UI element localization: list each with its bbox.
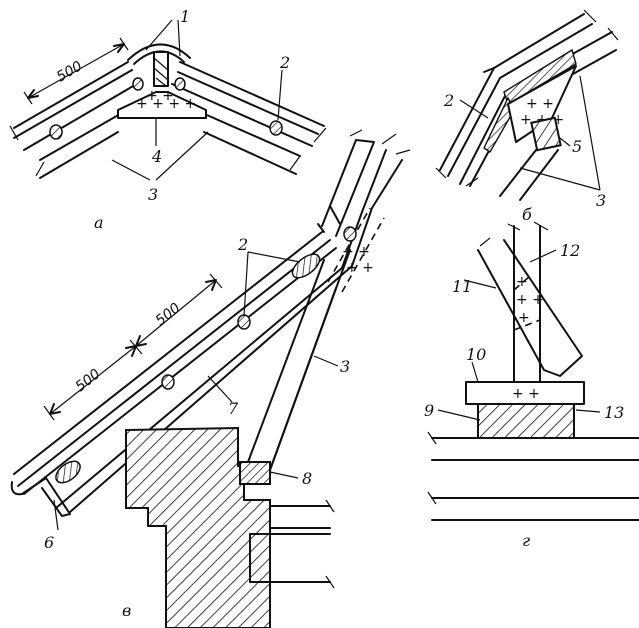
detail-c-eaves: + + + + 500 500 2 3 7 6 bbox=[10, 129, 411, 628]
label-11: 11 bbox=[452, 277, 472, 296]
label-1: 1 bbox=[180, 7, 190, 26]
dimension-500: 500 bbox=[153, 300, 184, 329]
label-2: 2 bbox=[237, 235, 248, 254]
label-8: 8 bbox=[302, 469, 312, 488]
batten bbox=[161, 374, 175, 390]
label-12: 12 bbox=[560, 241, 580, 260]
detail-a-ridge: + + + + + + 500 1 2 3 4 а bbox=[9, 7, 327, 232]
caption-a: а bbox=[94, 213, 104, 232]
svg-text:+ +: + + bbox=[342, 244, 370, 260]
svg-text:+ +: + + bbox=[516, 292, 544, 308]
label-4: 4 bbox=[151, 147, 162, 166]
batten bbox=[343, 226, 357, 242]
caption-d: г bbox=[522, 531, 530, 550]
ridge-board bbox=[153, 51, 169, 87]
svg-text:+ +: + + bbox=[526, 96, 554, 112]
gusset-plate bbox=[117, 91, 207, 119]
batten bbox=[237, 314, 251, 330]
label-10: 10 bbox=[466, 345, 486, 364]
label-2: 2 bbox=[443, 91, 454, 110]
label-9: 9 bbox=[424, 401, 434, 420]
wall-plate-8 bbox=[239, 461, 271, 485]
detail-b: + + + + + 2 5 3 б bbox=[435, 9, 619, 224]
insulation bbox=[55, 460, 81, 484]
batten bbox=[49, 124, 63, 140]
svg-text:+ + + +: + + + + bbox=[136, 96, 196, 112]
insulation bbox=[291, 253, 321, 279]
label-5: 5 bbox=[572, 137, 582, 156]
label-3: 3 bbox=[148, 185, 158, 204]
label-3: 3 bbox=[596, 191, 606, 210]
dimension-500: 500 bbox=[73, 366, 104, 395]
label-13: 13 bbox=[604, 403, 624, 422]
label-7: 7 bbox=[228, 399, 239, 418]
svg-text:+ +: + + bbox=[512, 386, 540, 402]
svg-text:+: + bbox=[516, 274, 528, 290]
detail-d-support: + + + + + + 11 12 10 9 13 г bbox=[424, 221, 639, 550]
masonry-wall bbox=[125, 426, 271, 628]
block-9 bbox=[477, 403, 575, 439]
dimension-500: 500 bbox=[54, 58, 85, 85]
caption-b: б bbox=[522, 205, 532, 224]
batten bbox=[269, 120, 283, 136]
label-3: 3 bbox=[340, 357, 350, 376]
label-2: 2 bbox=[279, 53, 290, 72]
block-5 bbox=[530, 116, 562, 152]
svg-text:+: + bbox=[518, 310, 530, 326]
label-6: 6 bbox=[44, 533, 54, 552]
batten bbox=[174, 77, 186, 91]
batten bbox=[132, 77, 144, 91]
svg-text:+ +: + + bbox=[146, 88, 174, 104]
svg-text:+ +: + + bbox=[346, 260, 374, 276]
caption-c: в bbox=[122, 601, 131, 620]
